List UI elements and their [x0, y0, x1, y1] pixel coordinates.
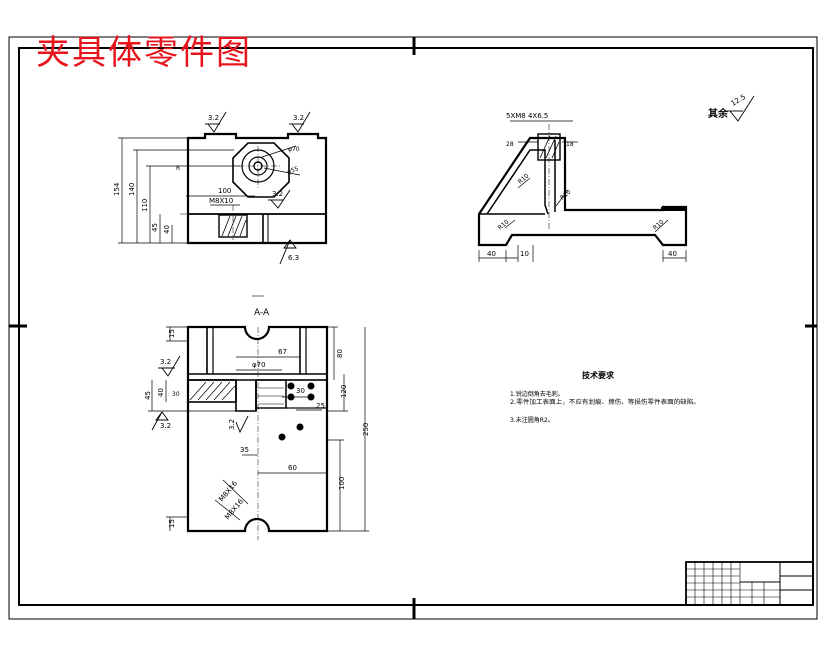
roughness-label-7: 3.2: [228, 419, 236, 430]
dim-100-v: 100: [338, 477, 346, 490]
inner-frame: [18, 47, 814, 606]
title-block: [685, 561, 814, 606]
dim-60: 60: [288, 464, 297, 472]
dim-120: 120: [340, 385, 348, 398]
side-view: [477, 120, 688, 262]
dim-154: 154: [113, 182, 121, 196]
technical-requirements: 技术要求 1.锐边倒角去毛刺。 2.零件加工表面上，不应有划痕、擦伤、等损伤零件…: [510, 370, 700, 424]
roughness-label-1: 3.2: [208, 114, 219, 122]
dim-35: 35: [240, 446, 249, 454]
tech-line-2: 2.零件加工表面上，不应有划痕、擦伤、等损伤零件表面的缺陷。: [510, 398, 700, 406]
roughness-label-4: 6.3: [288, 254, 299, 262]
outer-frame: [8, 36, 818, 620]
dim-67: 67: [278, 348, 287, 356]
section-label: A-A: [254, 308, 270, 318]
roughness-symbols-section: [151, 355, 249, 434]
tech-line-1: 1.锐边倒角去毛刺。: [510, 390, 564, 398]
dim-40-c: 40: [668, 250, 677, 258]
dim-140: 140: [128, 183, 136, 196]
dim-80: 80: [336, 349, 344, 358]
dim-110: 110: [141, 199, 149, 212]
section-view: [148, 295, 369, 540]
roughness-label-6: 3.2: [160, 422, 171, 430]
roughness-label-3: 3.2: [272, 190, 283, 198]
dim-m8x10: M8X10: [209, 197, 233, 205]
dim-45-sec: 45: [144, 391, 152, 400]
dim-100: 100: [218, 187, 231, 195]
rest-roughness-label: 其余: [708, 107, 729, 120]
dim-5xm8: 5XM8 4X6.5: [506, 112, 548, 120]
dim-phi70: φ70: [288, 146, 300, 153]
tech-heading: 技术要求: [582, 370, 615, 380]
dim-r: R: [176, 165, 180, 172]
dim-30-sec: 30: [172, 391, 180, 398]
roughness-label-5: 3.2: [160, 358, 171, 366]
tech-line-3: 3.未注圆角R2。: [510, 416, 554, 424]
dim-r10-d: R10: [652, 218, 666, 231]
dim-40-sec: 40: [157, 388, 165, 397]
dimension-labels: A-A 其余 12.5 3.2 3.2 3.2 6.3 3.2 3.2 3.2 …: [113, 93, 747, 528]
dim-45: 45: [151, 223, 159, 232]
dim-r10-c: R10: [497, 218, 511, 231]
dim-15-bot: 15: [168, 519, 176, 528]
roughness-symbols-top: [205, 111, 311, 265]
dim-25: 25: [316, 402, 325, 410]
dim-28: 28: [506, 141, 514, 148]
centering-marks: [9, 37, 817, 619]
dim-10: 10: [520, 250, 529, 258]
dim-40: 40: [163, 225, 171, 234]
dim-18: 18: [566, 141, 574, 148]
top-view: [118, 132, 328, 245]
dim-phi70-sec: φ70: [252, 361, 266, 369]
roughness-label-2: 3.2: [293, 114, 304, 122]
dim-phi55: φ55: [286, 165, 299, 176]
dim-30: 30: [296, 387, 305, 395]
roughness-rest-symbol: [727, 95, 755, 122]
drawing-title: 夹具体零件图: [36, 33, 252, 73]
dim-250: 250: [362, 423, 370, 436]
dim-15-top: 15: [168, 329, 176, 338]
rest-roughness-value: 12.5: [730, 93, 748, 108]
dim-40-b: 40: [487, 250, 496, 258]
